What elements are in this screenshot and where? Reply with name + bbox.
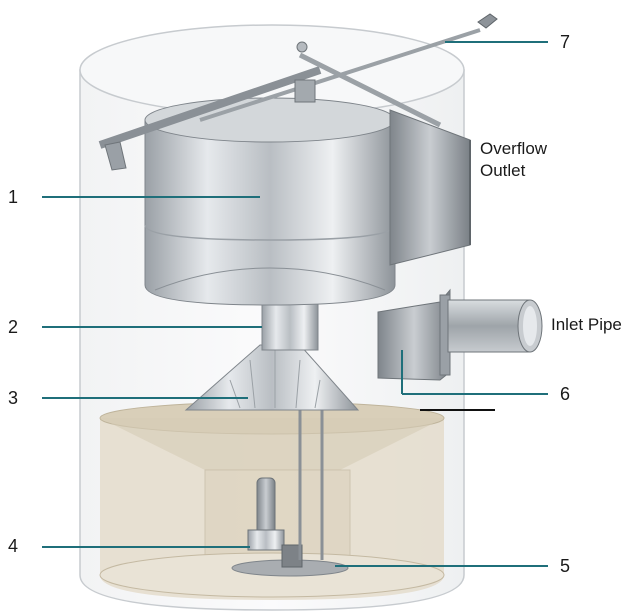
leader-lines	[42, 41, 548, 567]
callout-4: 4	[8, 536, 19, 556]
support-beams	[98, 13, 498, 171]
overflow-line-1: Overflow	[480, 139, 548, 158]
callout-3: 3	[8, 388, 19, 408]
overflow-outlet-label: Overflow Outlet	[480, 138, 547, 182]
settling-chamber	[99, 401, 445, 600]
callout-1: 1	[8, 187, 19, 207]
callout-2: 2	[8, 317, 19, 337]
callout-5: 5	[560, 556, 571, 576]
inlet-assembly	[377, 288, 543, 381]
inlet-pipe-label: Inlet Pipe	[551, 315, 622, 334]
callout-6: 6	[560, 384, 571, 404]
overflow-line-2: Outlet	[480, 161, 526, 180]
pump	[247, 408, 324, 568]
callout-7: 7	[560, 32, 571, 52]
